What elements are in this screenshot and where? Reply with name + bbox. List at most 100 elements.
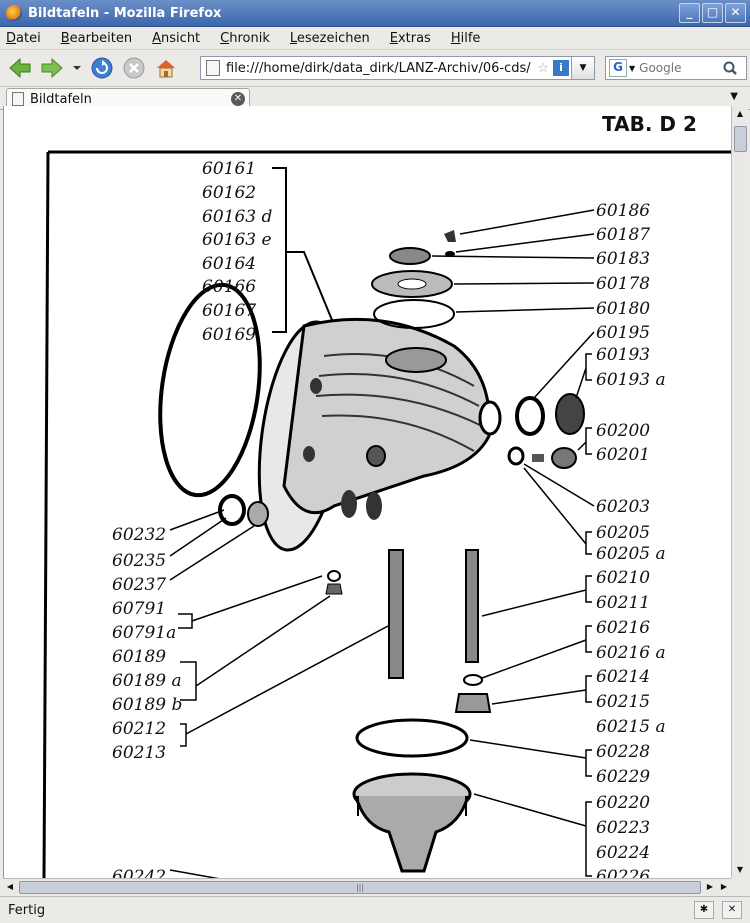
part-label: 60167 (202, 301, 256, 321)
top-parts-drawing (371, 230, 456, 329)
part-label: 60195 (596, 323, 650, 343)
vertical-scrollbar[interactable]: ▲ ▼ (731, 106, 748, 878)
address-bar[interactable]: file:///home/dirk/data_dirk/LANZ-Archiv/… (200, 56, 572, 80)
part-label: 60214 (596, 667, 650, 687)
minimize-button[interactable]: _ (679, 3, 700, 23)
window-title: Bildtafeln - Mozilla Firefox (28, 5, 222, 21)
part-label: 60187 (596, 225, 650, 245)
page-content: TAB. D 2 (3, 106, 732, 878)
part-label: 60205 (596, 523, 650, 543)
part-label: 60203 (596, 497, 650, 517)
back-button[interactable] (6, 54, 34, 82)
part-label: 60215 (596, 692, 650, 712)
home-icon (157, 60, 175, 78)
horizontal-scrollbar[interactable]: ◀ ||| ▶ ▶ (3, 878, 731, 895)
firefox-logo-icon (6, 5, 22, 21)
part-label: 60163 d (202, 207, 272, 227)
close-button[interactable]: ✕ (725, 3, 746, 23)
part-label: 60226 (596, 867, 650, 878)
part-label: 60189 a (112, 671, 182, 691)
menu-datei[interactable]: Datei (6, 30, 41, 46)
menu-chronik[interactable]: Chronik (220, 30, 270, 46)
part-label: 60183 (596, 249, 650, 269)
part-label: 60237 (112, 575, 166, 595)
bug-icon[interactable]: ✱ (694, 901, 714, 919)
part-label: 60211 (596, 593, 650, 613)
title-bar: Bildtafeln - Mozilla Firefox _ □ ✕ (0, 0, 750, 27)
part-label: 60189 b (112, 695, 182, 715)
part-label: 60224 (596, 843, 650, 863)
menu-extras[interactable]: Extras (389, 30, 431, 46)
part-label: 60178 (596, 274, 650, 294)
engine-dropdown-icon[interactable]: ▼ (629, 63, 636, 73)
status-bar: Fertig ✱ ✕ (0, 896, 750, 923)
plate-title: TAB. D 2 (602, 112, 697, 136)
url-dropdown-button[interactable]: ▼ (572, 56, 595, 80)
menu-lesezeichen[interactable]: Lesezeichen (289, 30, 370, 46)
search-icon[interactable] (723, 61, 738, 75)
part-label: 60161 (202, 159, 256, 179)
page-favicon-icon (206, 60, 220, 76)
part-label: 60791 (112, 599, 166, 619)
stop-button[interactable] (120, 54, 148, 82)
part-label: 60242 (112, 867, 166, 878)
parts-diagram: TAB. D 2 (42, 112, 731, 878)
part-label: 60205 a (596, 544, 666, 564)
bottom-parts-drawing (352, 718, 472, 873)
search-input[interactable] (639, 61, 720, 75)
part-label: 60228 (596, 742, 650, 762)
part-label: 60791a (112, 623, 176, 643)
tab-bildtafeln[interactable]: Bildtafeln ✕ (6, 88, 250, 109)
part-label: 60166 (202, 277, 256, 297)
vertical-scroll-thumb[interactable] (734, 126, 747, 152)
forward-button[interactable] (38, 54, 66, 82)
part-label: 60210 (596, 568, 650, 588)
history-dropdown-button[interactable] (70, 54, 84, 82)
maximize-button[interactable]: □ (702, 3, 723, 23)
o-ring-drawing (158, 282, 262, 498)
part-label: 60223 (596, 818, 650, 838)
close-tab-icon[interactable]: ✕ (231, 92, 245, 106)
bookmark-star-icon[interactable]: ☆ (537, 60, 549, 76)
scroll-left-icon[interactable]: ◀ (6, 882, 14, 891)
status-text: Fertig (8, 902, 46, 918)
horizontal-scroll-thumb[interactable]: ||| (19, 881, 701, 894)
back-arrow-icon (9, 57, 31, 79)
tab-list-dropdown-icon[interactable]: ▼ (730, 91, 738, 102)
google-engine-icon[interactable]: G (609, 59, 627, 77)
part-label: 60232 (112, 525, 166, 545)
window-controls: _ □ ✕ (679, 3, 746, 23)
stop-icon (123, 57, 145, 79)
part-label: 60229 (596, 767, 650, 787)
studs-drawing (388, 549, 492, 713)
part-label: 60213 (112, 743, 166, 763)
scroll-up-icon[interactable]: ▲ (736, 109, 744, 118)
part-label: 60212 (112, 719, 166, 739)
scroll-down-icon[interactable]: ▼ (736, 865, 744, 874)
menu-ansicht[interactable]: Ansicht (152, 30, 201, 46)
part-label: 60193 a (596, 370, 666, 390)
part-label: 60169 (202, 325, 256, 345)
menu-hilfe[interactable]: Hilfe (450, 30, 481, 46)
navigation-toolbar: file:///home/dirk/data_dirk/LANZ-Archiv/… (0, 50, 750, 87)
tab-favicon-icon (12, 92, 24, 106)
menu-bearbeiten[interactable]: Bearbeiten (60, 30, 133, 46)
small-rings-drawing (218, 494, 343, 595)
site-info-icon[interactable]: i (553, 60, 569, 76)
url-text[interactable]: file:///home/dirk/data_dirk/LANZ-Archiv/… (226, 60, 531, 76)
menu-bar: Datei Bearbeiten Ansicht Chronik Lesezei… (0, 27, 750, 50)
scroll-right-icon[interactable]: ▶ (706, 882, 714, 891)
part-label: 60186 (596, 201, 650, 221)
part-label: 60216 a (596, 643, 666, 663)
chevron-down-icon (73, 66, 81, 70)
search-box[interactable]: G ▼ (605, 56, 747, 80)
part-label: 60193 (596, 345, 650, 365)
status-icons: ✱ ✕ (694, 901, 742, 919)
addon-icon[interactable]: ✕ (722, 901, 742, 919)
part-label: 60200 (596, 421, 650, 441)
part-label: 60215 a (596, 717, 666, 737)
reload-button[interactable] (88, 54, 116, 82)
home-button[interactable] (152, 54, 180, 82)
scroll-right-end-icon[interactable]: ▶ (720, 882, 728, 891)
